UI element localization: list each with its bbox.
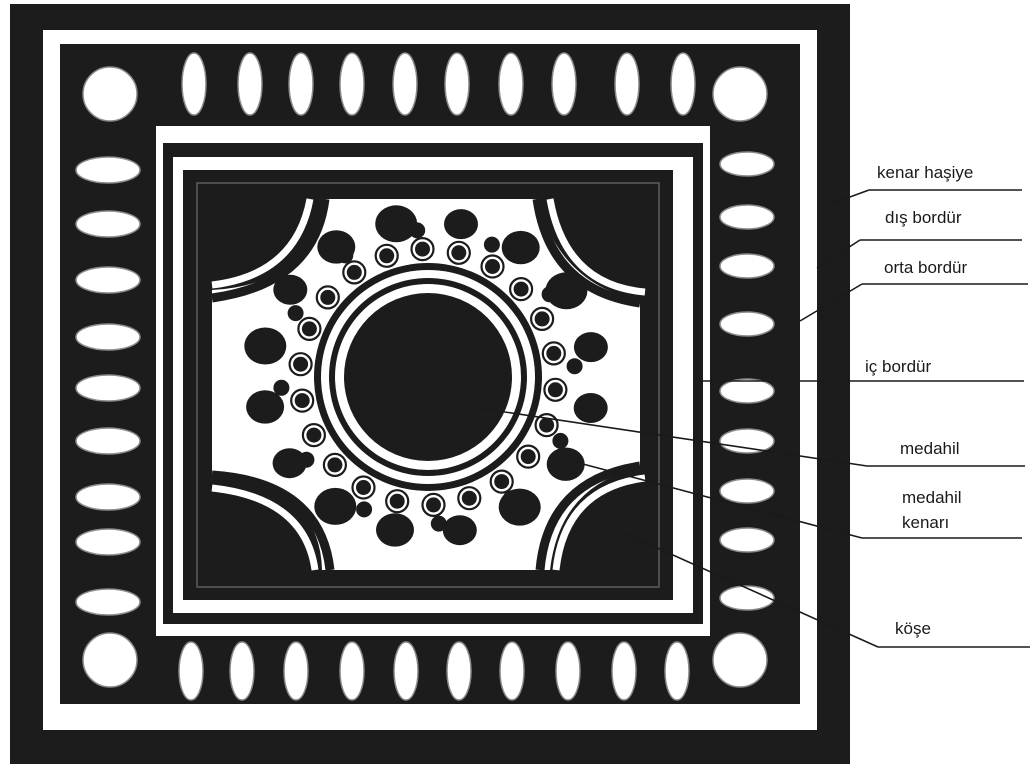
- medallion-mid-dot: [356, 501, 372, 517]
- medahil-kenari-label-line1: medahil: [902, 488, 962, 507]
- top-border-ellipse: [552, 53, 576, 115]
- medallion-ring-dot-core: [415, 242, 430, 257]
- medallion-mid-dot: [409, 222, 425, 238]
- medallion-ring-dot-core: [494, 474, 509, 489]
- medallion-outer-dot: [443, 515, 477, 545]
- left-border-ellipse: [76, 428, 140, 454]
- top-border-ellipse: [445, 53, 469, 115]
- medallion-ring-dot-core: [320, 290, 335, 305]
- kose-label: köşe: [895, 619, 931, 638]
- medahil: [344, 293, 512, 461]
- left-border-ellipse: [76, 211, 140, 237]
- corner-circle: [713, 67, 767, 121]
- right-border-ellipse: [720, 528, 774, 552]
- bottom-border-ellipse: [447, 642, 471, 700]
- left-border-ellipse: [76, 267, 140, 293]
- medallion-ring-dot-core: [426, 497, 441, 512]
- right-border-ellipse: [720, 312, 774, 336]
- medallion-ring-dot-core: [306, 428, 321, 443]
- medallion-mid-dot: [567, 358, 583, 374]
- right-border-ellipse: [720, 429, 774, 453]
- left-border-ellipse: [76, 589, 140, 615]
- medahil-kenari-label-line2: kenarı: [902, 513, 949, 532]
- medallion-ring-dot-core: [327, 457, 342, 472]
- right-border-ellipse: [720, 379, 774, 403]
- dis-bordur-label: dış bordür: [885, 208, 962, 227]
- bottom-border-ellipse: [340, 642, 364, 700]
- bottom-border-ellipse: [612, 642, 636, 700]
- kenar-hasiye-label: kenar haşiye: [877, 163, 973, 182]
- medallion-ring-dot-core: [295, 393, 310, 408]
- top-border-ellipse: [238, 53, 262, 115]
- medallion-mid-dot: [298, 452, 314, 468]
- medallion-ring-dot-core: [347, 265, 362, 280]
- top-border-ellipse: [393, 53, 417, 115]
- top-border-ellipse: [289, 53, 313, 115]
- medallion-ring-dot-core: [451, 245, 466, 260]
- medallion-mid-dot: [337, 247, 353, 263]
- medallion-ring-dot-core: [539, 418, 554, 433]
- top-border-ellipse: [671, 53, 695, 115]
- corner-circle: [713, 633, 767, 687]
- medallion-outer-dot: [244, 328, 286, 365]
- medallion-ring-dot-core: [514, 282, 529, 297]
- medallion-outer-dot: [273, 275, 307, 305]
- medallion-ring-dot-core: [390, 494, 405, 509]
- top-border-ellipse: [182, 53, 206, 115]
- medallion-outer-dot: [574, 332, 608, 362]
- corner-circle: [83, 67, 137, 121]
- medallion-outer-dot: [444, 209, 478, 239]
- medallion-ring-dot-core: [379, 248, 394, 263]
- medallion-ring-dot-core: [535, 311, 550, 326]
- medallion-outer-dot: [375, 205, 417, 242]
- bottom-border-ellipse: [556, 642, 580, 700]
- medallion-mid-dot: [542, 286, 558, 302]
- left-border-ellipse: [76, 157, 140, 183]
- right-border-ellipse: [720, 479, 774, 503]
- medallion-ring-dot-core: [485, 259, 500, 274]
- right-border-ellipse: [720, 586, 774, 610]
- left-border-ellipse: [76, 375, 140, 401]
- medallion-mid-dot: [503, 491, 519, 507]
- bottom-border-ellipse: [284, 642, 308, 700]
- carpet-pattern: [10, 4, 850, 764]
- medallion-ring-dot-core: [302, 321, 317, 336]
- bottom-border-ellipse: [230, 642, 254, 700]
- corner-circle: [83, 633, 137, 687]
- left-border-ellipse: [76, 324, 140, 350]
- medallion-outer-dot: [574, 393, 608, 423]
- bottom-border-ellipse: [500, 642, 524, 700]
- top-border-ellipse: [499, 53, 523, 115]
- medahil-label: medahil: [900, 439, 960, 458]
- medallion-mid-dot: [288, 305, 304, 321]
- bottom-border-ellipse: [179, 642, 203, 700]
- left-border-ellipse: [76, 529, 140, 555]
- right-border-ellipse: [720, 152, 774, 176]
- medallion-outer-dot: [547, 448, 585, 481]
- top-border-ellipse: [615, 53, 639, 115]
- bottom-border-ellipse: [394, 642, 418, 700]
- medallion-mid-dot: [273, 380, 289, 396]
- medallion-ring-dot-core: [548, 382, 563, 397]
- medallion-mid-dot: [484, 237, 500, 253]
- medallion-outer-dot: [376, 513, 414, 546]
- medallion-outer-dot: [314, 488, 356, 525]
- medallion-ring-dot-core: [546, 346, 561, 361]
- medallion-ring-dot-core: [521, 449, 536, 464]
- right-border-ellipse: [720, 254, 774, 278]
- bottom-border-ellipse: [665, 642, 689, 700]
- left-border-ellipse: [76, 484, 140, 510]
- top-border-ellipse: [340, 53, 364, 115]
- ic-bordur-label: iç bordür: [865, 357, 931, 376]
- medallion-ring-dot-core: [462, 491, 477, 506]
- right-border-ellipse: [720, 205, 774, 229]
- medallion-outer-dot: [502, 231, 540, 264]
- orta-bordur-label: orta bordür: [884, 258, 967, 277]
- medallion-ring-dot-core: [356, 480, 371, 495]
- medallion-mid-dot: [552, 433, 568, 449]
- medallion-ring-dot-core: [293, 357, 308, 372]
- medallion-mid-dot: [431, 516, 447, 532]
